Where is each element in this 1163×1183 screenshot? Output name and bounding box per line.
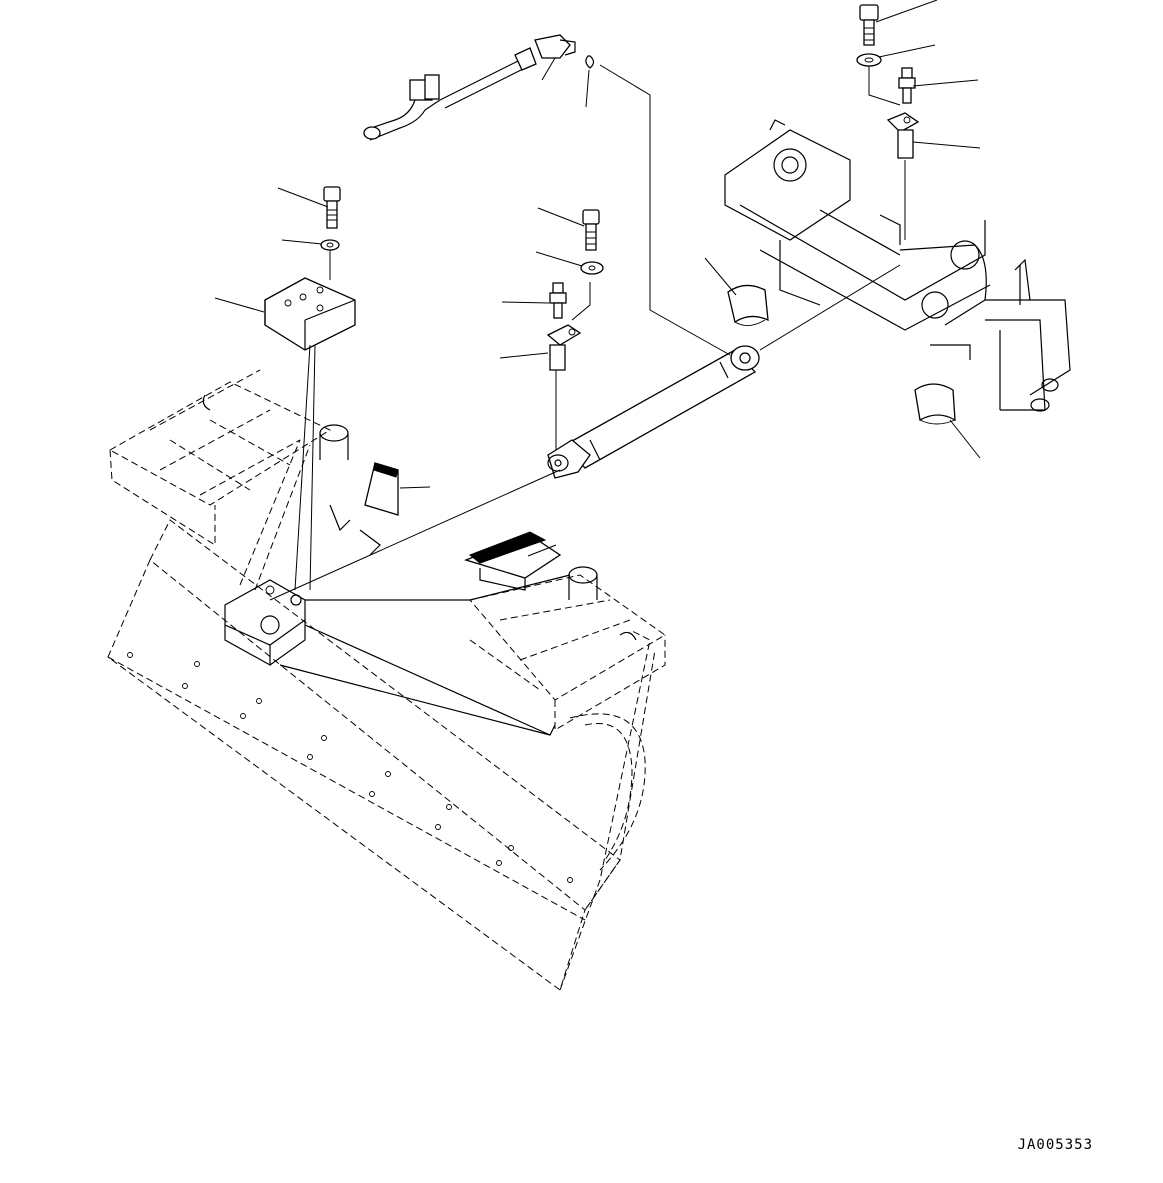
wedge-guard-icon [364,462,399,516]
pin-icon [546,324,582,371]
grease-fitting-icon [549,282,567,319]
sleeve-pad-icon [914,383,956,425]
grease-fitting-icon [898,67,916,104]
wedge-guard-icon [464,531,562,591]
dozer-blade [107,519,656,991]
washer-icon [320,239,340,251]
washer-icon [856,53,882,67]
alignment-lines [269,64,906,601]
pin-icon [886,112,920,159]
hydraulic-hose [363,34,595,141]
washer-icon [580,261,604,275]
bolt-icon [582,209,600,251]
hydraulic-cylinder [547,345,760,479]
bolt-icon [859,4,879,46]
bolt-icon [323,186,341,229]
callout-leaders [214,0,981,557]
blade-frame [108,369,666,736]
blade-bolt-holes [127,652,573,883]
sleeve-pad-icon [727,284,769,326]
tractor-frame [724,119,1071,412]
bracket-plate [264,277,356,351]
drawing-code: JA005353 [1017,1137,1093,1153]
